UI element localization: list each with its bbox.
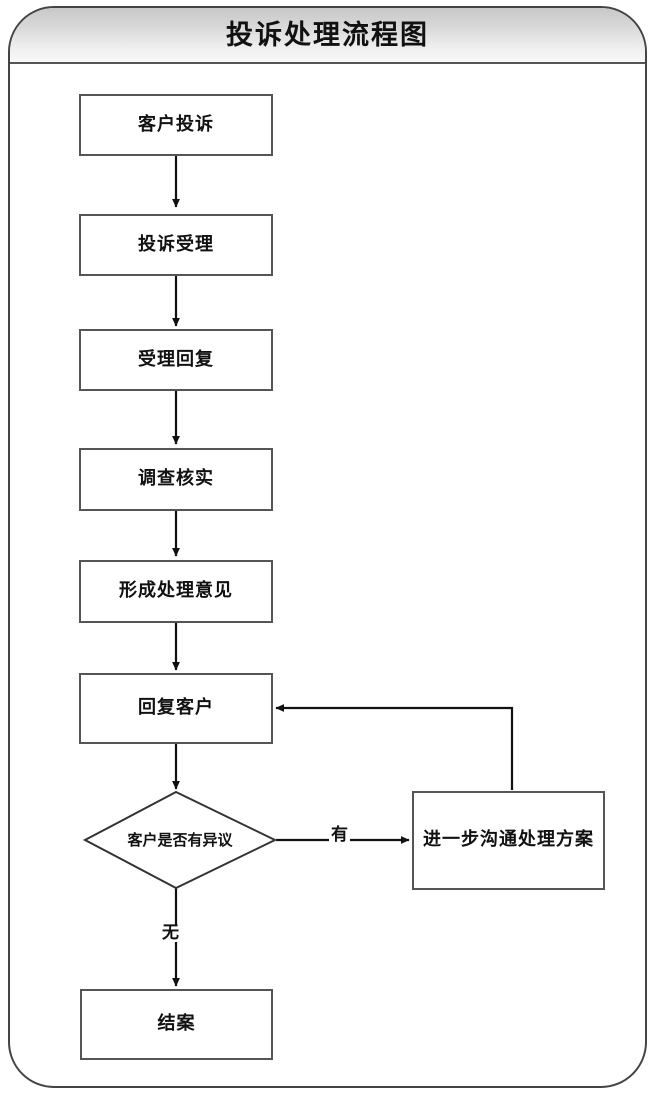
node-customer-objection[interactable]: 客户是否有异议: [85, 792, 275, 888]
node-acceptance-reply[interactable]: 受理回复: [79, 329, 273, 391]
node-label: 回复客户: [138, 697, 214, 719]
node-close-case[interactable]: 结案: [80, 989, 273, 1060]
node-form-opinion[interactable]: 形成处理意见: [79, 560, 273, 623]
node-label: 进一步沟通处理方案: [423, 829, 594, 851]
edge-label-yes: 有: [329, 825, 350, 845]
page-title: 投诉处理流程图: [226, 19, 429, 51]
node-label: 结案: [157, 1013, 196, 1035]
node-label: 投诉受理: [138, 233, 214, 255]
node-investigate-verify[interactable]: 调查核实: [79, 448, 273, 511]
node-label: 形成处理意见: [119, 580, 233, 602]
edge-label-no: 无: [160, 923, 181, 943]
node-label: 客户投诉: [138, 113, 214, 135]
node-reply-customer[interactable]: 回复客户: [79, 673, 273, 744]
node-complaint-acceptance[interactable]: 投诉受理: [79, 214, 273, 276]
diagram-header: 投诉处理流程图: [10, 8, 645, 64]
node-label: 受理回复: [138, 348, 214, 370]
node-label: 客户是否有异议: [127, 830, 233, 849]
node-further-communicate[interactable]: 进一步沟通处理方案: [412, 791, 605, 890]
node-customer-complaint[interactable]: 客户投诉: [79, 94, 273, 156]
diagram-frame: 投诉处理流程图: [8, 6, 647, 1088]
node-label: 调查核实: [138, 468, 214, 490]
